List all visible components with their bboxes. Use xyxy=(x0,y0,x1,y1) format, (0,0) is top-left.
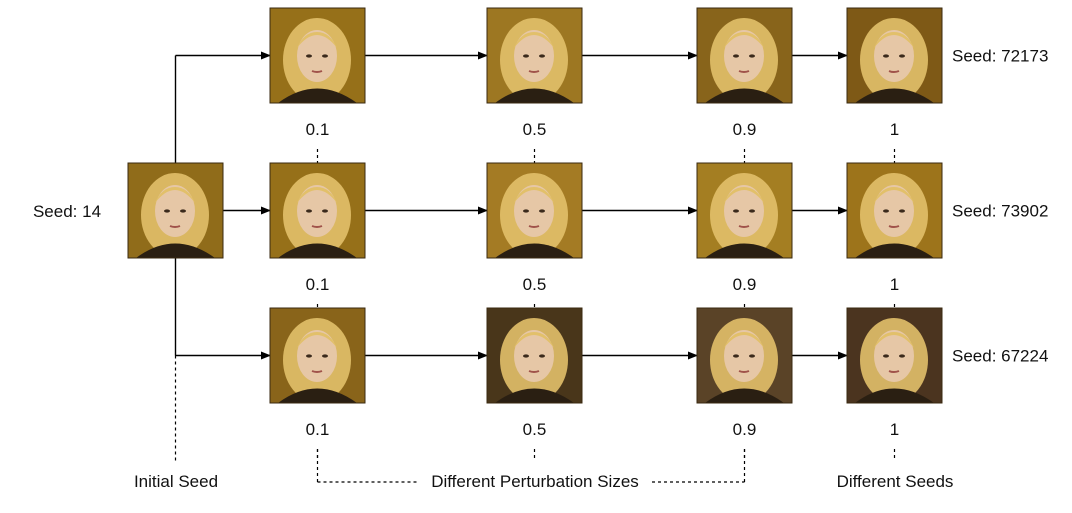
portrait-row3-col1 xyxy=(269,307,366,404)
portrait-row2-col2 xyxy=(486,162,583,259)
perturbation-value: 0.9 xyxy=(733,420,757,439)
row-seed-label: Seed: 73902 xyxy=(952,202,1048,221)
perturbation-value: 0.1 xyxy=(306,420,330,439)
portrait-row2-col4 xyxy=(846,162,943,259)
portrait-row2-col1 xyxy=(269,162,366,259)
row-seed-label: Seed: 72173 xyxy=(952,47,1048,66)
perturbation-value: 1 xyxy=(890,275,899,294)
initial-seed-label: Seed: 14 xyxy=(33,202,101,221)
portrait-row3-col4 xyxy=(846,307,943,404)
perturbation-sizes-caption: Different Perturbation Sizes xyxy=(431,472,639,491)
text-labels: Seed: 14 Initial Seed Different Perturba… xyxy=(33,47,1048,492)
portrait-row3-col2 xyxy=(486,307,583,404)
perturbation-value: 0.9 xyxy=(733,275,757,294)
perturbation-value: 0.5 xyxy=(523,120,547,139)
perturbation-value: 0.5 xyxy=(523,275,547,294)
different-seeds-caption: Different Seeds xyxy=(837,472,954,491)
portrait-row1-col1 xyxy=(269,7,366,104)
portrait-row1-col2 xyxy=(486,7,583,104)
initial-seed-caption: Initial Seed xyxy=(134,472,218,491)
portrait-row1-col3 xyxy=(696,7,793,104)
perturbation-value: 1 xyxy=(890,420,899,439)
portrait-grid xyxy=(127,7,943,404)
portrait-row3-col3 xyxy=(696,307,793,404)
perturbation-value: 0.9 xyxy=(733,120,757,139)
perturbation-value: 0.1 xyxy=(306,275,330,294)
row-seed-label: Seed: 67224 xyxy=(952,347,1048,366)
perturbation-value: 0.1 xyxy=(306,120,330,139)
portrait-row2-col3 xyxy=(696,162,793,259)
connector-lines xyxy=(174,51,896,483)
initial-seed-portrait xyxy=(127,162,224,259)
perturbation-value: 1 xyxy=(890,120,899,139)
perturbation-value: 0.5 xyxy=(523,420,547,439)
portrait-row1-col4 xyxy=(846,7,943,104)
